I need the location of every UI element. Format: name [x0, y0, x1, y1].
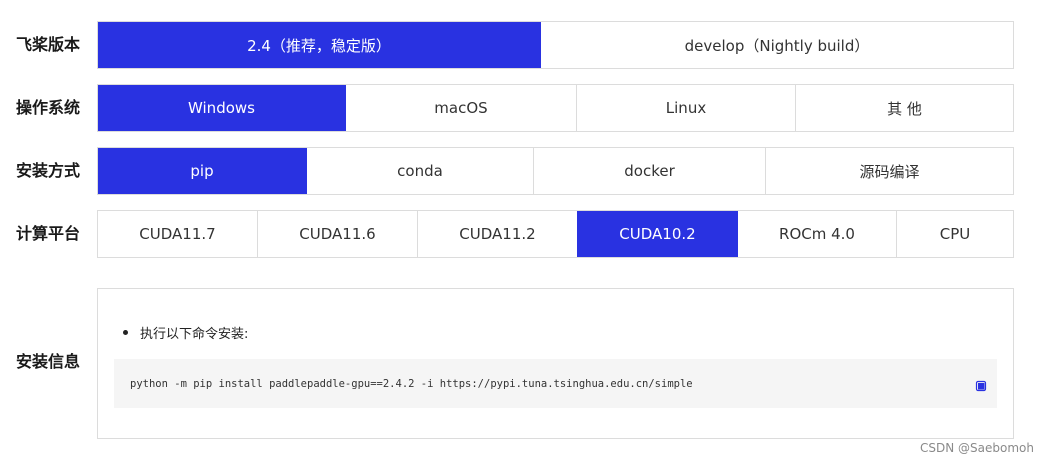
platform-label: 计算平台 — [16, 224, 81, 243]
instruction-text: 执行以下命令安装: — [140, 327, 249, 342]
instruction-item: 执行以下命令安装: — [123, 323, 248, 342]
version-option-2-4[interactable]: 2.4（推荐，稳定版） — [98, 22, 540, 68]
version-option-develop[interactable]: develop（Nightly build） — [540, 22, 1013, 68]
platform-option-cuda11-6[interactable]: CUDA11.6 — [257, 211, 417, 257]
platform-option-cuda10-2[interactable]: CUDA10.2 — [577, 211, 737, 257]
platform-option-cuda11-7[interactable]: CUDA11.7 — [139, 225, 216, 243]
platform-option-rocm[interactable]: ROCm 4.0 — [737, 211, 896, 257]
os-option-linux[interactable]: Linux — [576, 85, 795, 131]
watermark: CSDN @Saebomoh — [920, 441, 1034, 455]
install-info-label: 安装信息 — [16, 352, 81, 371]
bullet-icon — [123, 330, 128, 335]
os-selector: Windows macOS Linux 其 他 — [97, 84, 1014, 132]
install-command[interactable]: python -m pip install paddlepaddle-gpu==… — [130, 377, 693, 390]
os-option-macos[interactable]: macOS — [345, 85, 576, 131]
version-label: 飞桨版本 — [16, 35, 81, 54]
os-option-windows[interactable]: Windows — [98, 85, 345, 131]
command-code-block[interactable]: python -m pip install paddlepaddle-gpu==… — [114, 359, 997, 408]
copy-icon[interactable] — [975, 377, 987, 392]
install-method-selector: pip conda docker 源码编译 — [97, 147, 1014, 195]
method-label: 安装方式 — [16, 161, 81, 180]
version-selector: 2.4（推荐，稳定版） develop（Nightly build） — [97, 21, 1014, 69]
method-option-source[interactable]: 源码编译 — [765, 148, 1013, 194]
os-label: 操作系统 — [16, 98, 81, 117]
os-option-other[interactable]: 其 他 — [795, 85, 1013, 131]
method-option-docker[interactable]: docker — [533, 148, 765, 194]
compute-platform-selector: CUDA11.7 CUDA11.6 CUDA11.2 CUDA10.2 ROCm… — [97, 210, 1014, 258]
method-option-pip[interactable]: pip — [98, 148, 306, 194]
platform-option-cuda11-2[interactable]: CUDA11.2 — [417, 211, 577, 257]
platform-option-cpu[interactable]: CPU — [896, 211, 1013, 257]
method-option-conda[interactable]: conda — [306, 148, 533, 194]
install-info-panel: 执行以下命令安装: python -m pip install paddlepa… — [97, 288, 1014, 439]
